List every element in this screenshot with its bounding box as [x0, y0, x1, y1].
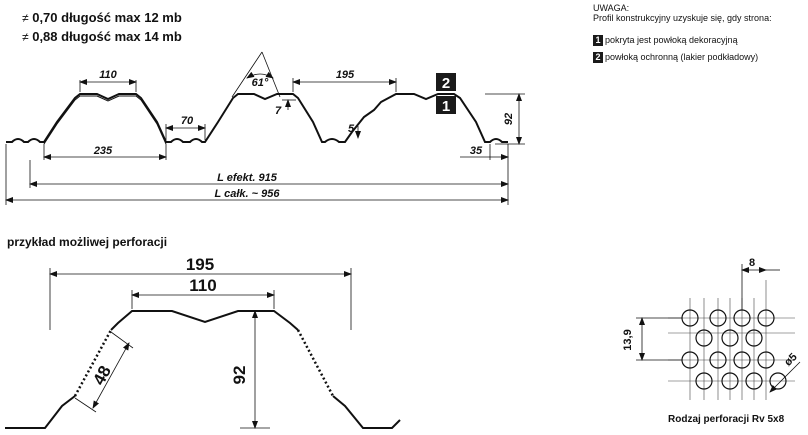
hole	[695, 372, 713, 390]
trapezoid-profile-top	[6, 93, 508, 145]
perf-dim-195: 195	[186, 255, 214, 274]
hole	[709, 351, 727, 369]
hole	[757, 309, 775, 327]
hole	[709, 309, 727, 327]
not-equal-symbol: ≠	[22, 11, 29, 25]
note-item-1-text: pokryta jest powłoką dekoracyjną	[605, 35, 738, 45]
dim-195-top: 195	[336, 69, 355, 81]
badge-1-box	[436, 96, 456, 114]
perf-profile-right	[332, 395, 401, 429]
hole	[745, 329, 763, 347]
spec-thickness-070: 0,70 długość max 12 mb	[32, 10, 182, 25]
hole	[733, 351, 751, 369]
not-equal-symbol: ≠	[22, 30, 29, 44]
dim-70: 70	[181, 115, 194, 127]
pattern-dim-8: 8	[749, 257, 755, 269]
badge-2-label: 2	[442, 75, 450, 92]
dim-l-efekt: L efekt. 915	[217, 172, 278, 184]
note-subtitle: Profil konstrukcyjny uzyskuje się, gdy s…	[593, 13, 772, 23]
dim-61-angle: 61°	[252, 77, 269, 89]
pattern-grid-lines	[668, 280, 795, 400]
dim-7: 7	[275, 105, 282, 117]
hole	[757, 351, 775, 369]
dimension-lines-top	[5, 51, 525, 205]
pattern-dims	[636, 264, 801, 393]
hole	[695, 329, 713, 347]
dim-235: 235	[93, 145, 113, 157]
perf-profile-left	[5, 395, 76, 429]
badge-1: 1	[593, 35, 603, 46]
badge-1-label: 1	[442, 98, 450, 115]
dimension-lines-perf	[49, 268, 352, 429]
dim-35: 35	[470, 145, 483, 157]
pattern-dim-13-9: 13,9	[622, 329, 634, 350]
spec-line-2: ≠ 0,88 długość max 14 mb	[22, 29, 182, 44]
hole	[721, 329, 739, 347]
pattern-caption: Rodzaj perforacji Rv 5x8	[668, 414, 785, 425]
dim-5: 5	[348, 123, 355, 135]
hole-pattern	[636, 264, 801, 400]
perforation-profile	[5, 310, 401, 429]
perforation-heading: przykład możliwej perforacji	[7, 235, 168, 249]
perf-dim-48: 48	[89, 363, 115, 389]
perf-dim-110: 110	[189, 276, 216, 295]
perf-profile-top	[110, 310, 299, 331]
pattern-dim-d5: ø5	[782, 351, 800, 369]
spec-thickness-088: 0,88 długość max 14 mb	[32, 29, 182, 44]
note-title: UWAGA:	[593, 3, 630, 13]
dim-l-calk: L całk. ~ 956	[215, 188, 281, 200]
hole	[745, 372, 763, 390]
holes	[681, 309, 787, 390]
badge-2-box	[436, 73, 456, 91]
dim-92-top: 92	[503, 113, 515, 125]
perf-dim-92: 92	[230, 366, 249, 385]
profile-line	[6, 93, 508, 143]
spec-line-1: ≠ 0,70 długość max 12 mb	[22, 10, 182, 25]
badge-2: 2	[593, 52, 603, 63]
profile-line-inner	[43, 95, 167, 145]
note-item-2-text: powłoką ochronną (lakier podkładowy)	[605, 52, 759, 62]
hole	[721, 372, 739, 390]
hole	[769, 372, 787, 390]
dim-110-top: 110	[99, 69, 117, 81]
perf-profile-right-perforated	[296, 329, 335, 397]
